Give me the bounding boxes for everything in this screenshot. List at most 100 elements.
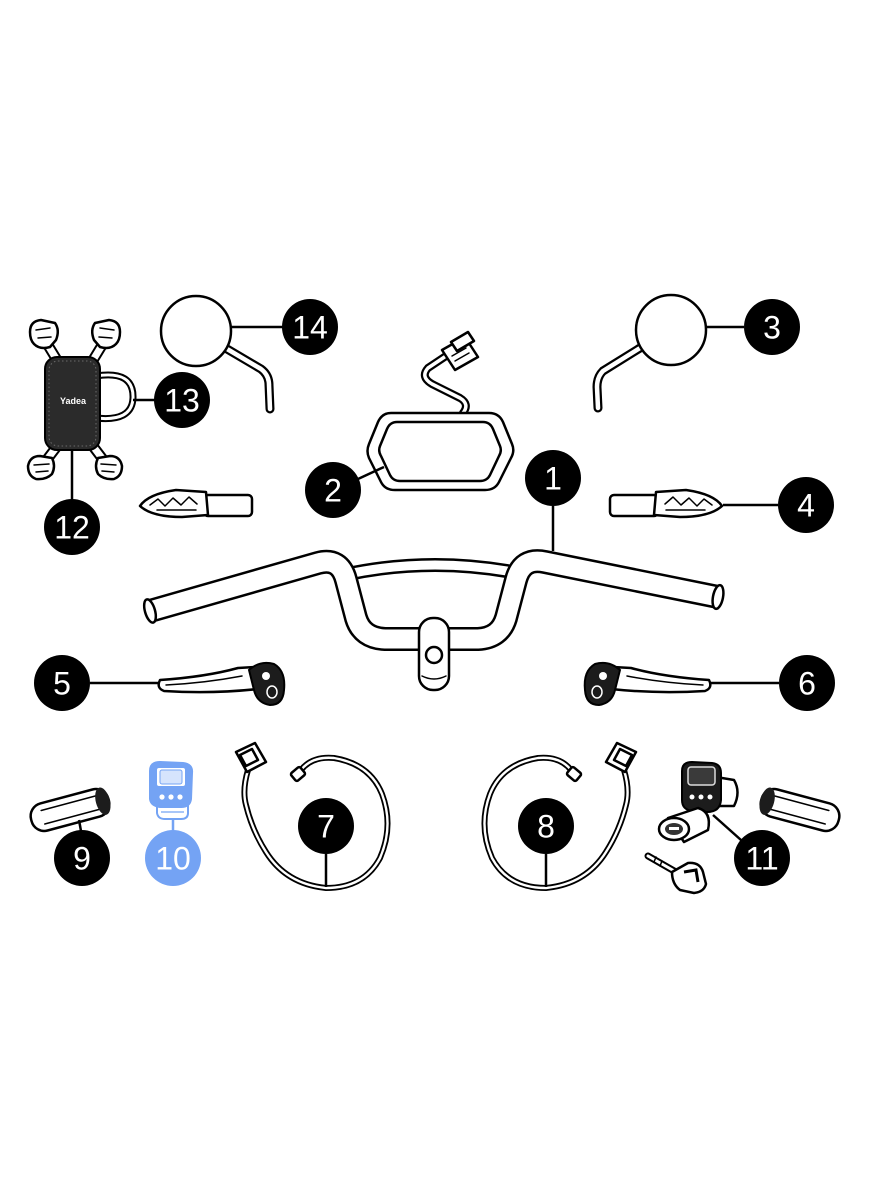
throttle-button [689,794,695,800]
handlebar-left-end [142,598,158,624]
lever-blade-edge [165,675,243,686]
grip-inner-end [759,787,775,815]
callout-14: 14 [230,299,338,355]
mirror-stem-core [219,343,273,412]
callout-badge [282,299,338,355]
mirror-glass [634,293,708,367]
left-mirror [159,294,275,414]
callout-number: 7 [317,809,335,845]
mirror-glass [159,294,233,368]
clamp-detail [33,463,50,473]
throttle-button [707,794,713,800]
wiring-harness-right [481,741,638,891]
callout-number: 9 [73,841,91,877]
callout-badge [298,798,354,854]
signal-lens [652,488,724,519]
callout-badge [518,798,574,854]
signal-lens [138,488,210,519]
handlebar-brace-core [342,560,519,580]
right-brake-lever [583,661,712,707]
display-connector-detail [451,347,470,362]
callout-badge [54,830,110,886]
leader-line [357,465,385,481]
phone-holder: Yadea [26,318,137,481]
signal-lens-detail [149,496,198,511]
switch-screen [159,769,183,785]
key-blade-teeth [653,856,663,867]
handlebar-right-end [711,583,725,611]
handlebar-clamp-hole [424,645,444,665]
clamp-detail [98,327,115,339]
callout-number: 6 [798,666,816,702]
callout-3: 3 [706,299,800,355]
callout-12: 12 [44,450,100,555]
display-screen [377,420,503,483]
callout-number: 5 [53,666,71,702]
clamp-jaw [91,318,122,350]
holder-clamp-top-right [91,318,122,350]
callout-number: 2 [324,473,342,509]
left-grip [29,787,111,833]
callout-9: 9 [54,819,110,886]
harness-connector-plug [612,747,634,768]
holder-clamp-bottom-left [26,454,56,481]
callout-2: 2 [305,462,385,518]
wiring-harness-left [234,741,391,891]
clamp-detail [100,463,117,473]
callout-10-highlighted: 10 [145,818,201,886]
leader-line [712,814,742,841]
lever-blade [609,665,712,694]
signal-stem [608,493,660,518]
lever-switch [266,685,278,699]
callout-13: 13 [133,372,210,428]
grip-texture [40,795,100,825]
right-turn-signal [608,488,724,519]
handlebar [142,549,725,692]
throttle-screen [687,766,716,786]
callout-6: 6 [709,655,835,711]
harness-connector-plug [238,747,260,768]
mirror-stem-core [594,345,643,411]
callout-badge [305,462,361,518]
switch-button [168,794,174,800]
key-head-mark [683,868,700,883]
holder-logo: Yadea [60,396,87,406]
lever-pivot-bolt [599,672,607,680]
key-head [670,861,708,895]
callout-number: 11 [745,841,778,877]
clamp-detail [35,327,52,339]
callout-badge [154,372,210,428]
display-connector-plug [449,330,476,353]
callout-badge [145,830,201,886]
callout-badge [34,655,90,711]
callout-badge [525,450,581,506]
callout-number: 14 [292,310,328,346]
signal-stem [202,493,254,518]
callout-badge [778,477,834,533]
lever-perch [247,661,286,707]
ignition-keyhole [669,827,679,830]
switch-button [177,794,183,800]
holder-clamp-top-left [28,318,59,350]
callout-badge [734,830,790,886]
clamp-jaw [28,318,59,350]
key-blade-core [646,854,678,874]
callout-number: 4 [797,488,815,524]
harness-end-plug [565,765,583,783]
left-brake-lever [157,661,286,707]
harness-wire-core [243,756,389,890]
callout-number: 1 [544,461,562,497]
callout-5: 5 [34,655,160,711]
holder-body-texture [48,360,97,447]
left-turn-signal [138,488,254,519]
lever-perch [583,661,622,707]
throttle-button [698,794,704,800]
clamp-jaw [26,454,56,481]
right-mirror [592,293,708,413]
clamp-jaw [94,454,124,481]
callout-badge [44,499,100,555]
switch-button [159,794,165,800]
handlebar-switch [149,761,194,820]
mirror-stem-outline [217,341,275,414]
